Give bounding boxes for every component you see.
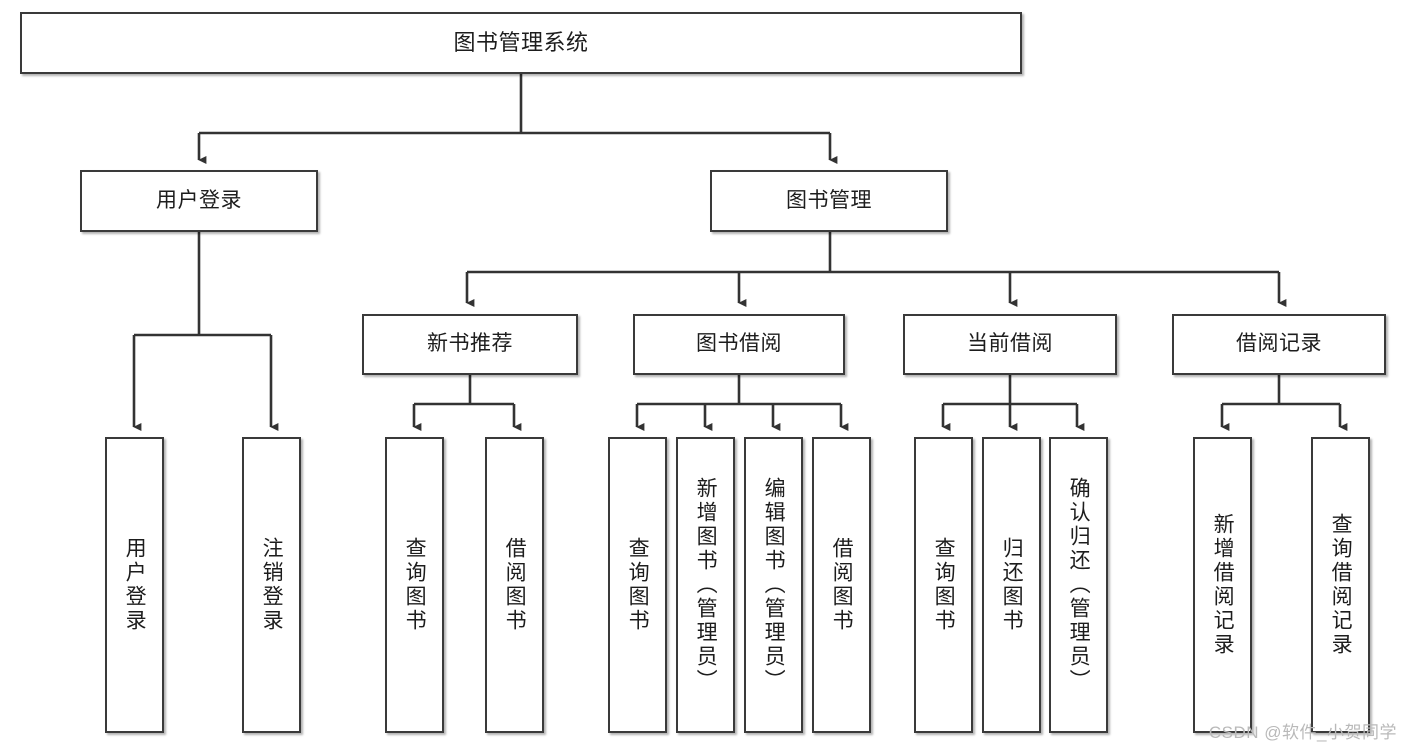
node-leaf-edit-book[interactable]: 编辑图书（管理员） <box>744 437 803 733</box>
node-leaf-return-book[interactable]: 归还图书 <box>982 437 1041 733</box>
node-label: 借阅图书 <box>830 537 854 633</box>
node-leaf-borrow-book-1[interactable]: 借阅图书 <box>485 437 544 733</box>
node-label: 新增借阅记录 <box>1211 513 1235 657</box>
node-label: 查询图书 <box>403 537 427 633</box>
node-label: 注销登录 <box>260 537 284 633</box>
watermark-text: CSDN @软件_小贺同学 <box>1208 723 1397 742</box>
node-leaf-borrow-book-2[interactable]: 借阅图书 <box>812 437 871 733</box>
node-leaf-query-record[interactable]: 查询借阅记录 <box>1311 437 1370 733</box>
node-label: 查询借阅记录 <box>1329 513 1353 657</box>
node-book-manage[interactable]: 图书管理 <box>710 170 948 232</box>
node-label: 确认归还（管理员） <box>1067 477 1091 693</box>
node-label: 查询图书 <box>932 537 956 633</box>
node-label: 借阅图书 <box>503 537 527 633</box>
node-leaf-confirm-return[interactable]: 确认归还（管理员） <box>1049 437 1108 733</box>
node-leaf-logout-login[interactable]: 注销登录 <box>242 437 301 733</box>
node-label: 编辑图书（管理员） <box>762 477 786 693</box>
node-leaf-add-record[interactable]: 新增借阅记录 <box>1193 437 1252 733</box>
node-book-borrow[interactable]: 图书借阅 <box>633 314 845 375</box>
node-label: 用户登录 <box>123 537 147 633</box>
node-label: 查询图书 <box>626 537 650 633</box>
node-current-borrow[interactable]: 当前借阅 <box>903 314 1117 375</box>
node-label: 用户登录 <box>156 188 242 212</box>
node-new-book-recommend[interactable]: 新书推荐 <box>362 314 578 375</box>
node-label: 当前借阅 <box>967 332 1053 356</box>
node-leaf-query-book-1[interactable]: 查询图书 <box>385 437 444 733</box>
node-leaf-query-book-3[interactable]: 查询图书 <box>914 437 973 733</box>
node-borrow-record[interactable]: 借阅记录 <box>1172 314 1386 375</box>
node-label: 图书管理系统 <box>453 30 589 56</box>
node-leaf-query-book-2[interactable]: 查询图书 <box>608 437 667 733</box>
node-label: 新增图书（管理员） <box>694 477 718 693</box>
node-label: 图书管理 <box>786 188 872 212</box>
node-leaf-user-login[interactable]: 用户登录 <box>105 437 164 733</box>
node-label: 图书借阅 <box>696 332 782 356</box>
node-label: 归还图书 <box>1000 537 1024 633</box>
node-root-system[interactable]: 图书管理系统 <box>20 12 1022 74</box>
node-label: 新书推荐 <box>427 332 513 356</box>
node-leaf-add-book[interactable]: 新增图书（管理员） <box>676 437 735 733</box>
node-user-login[interactable]: 用户登录 <box>80 170 318 232</box>
node-label: 借阅记录 <box>1236 332 1322 356</box>
